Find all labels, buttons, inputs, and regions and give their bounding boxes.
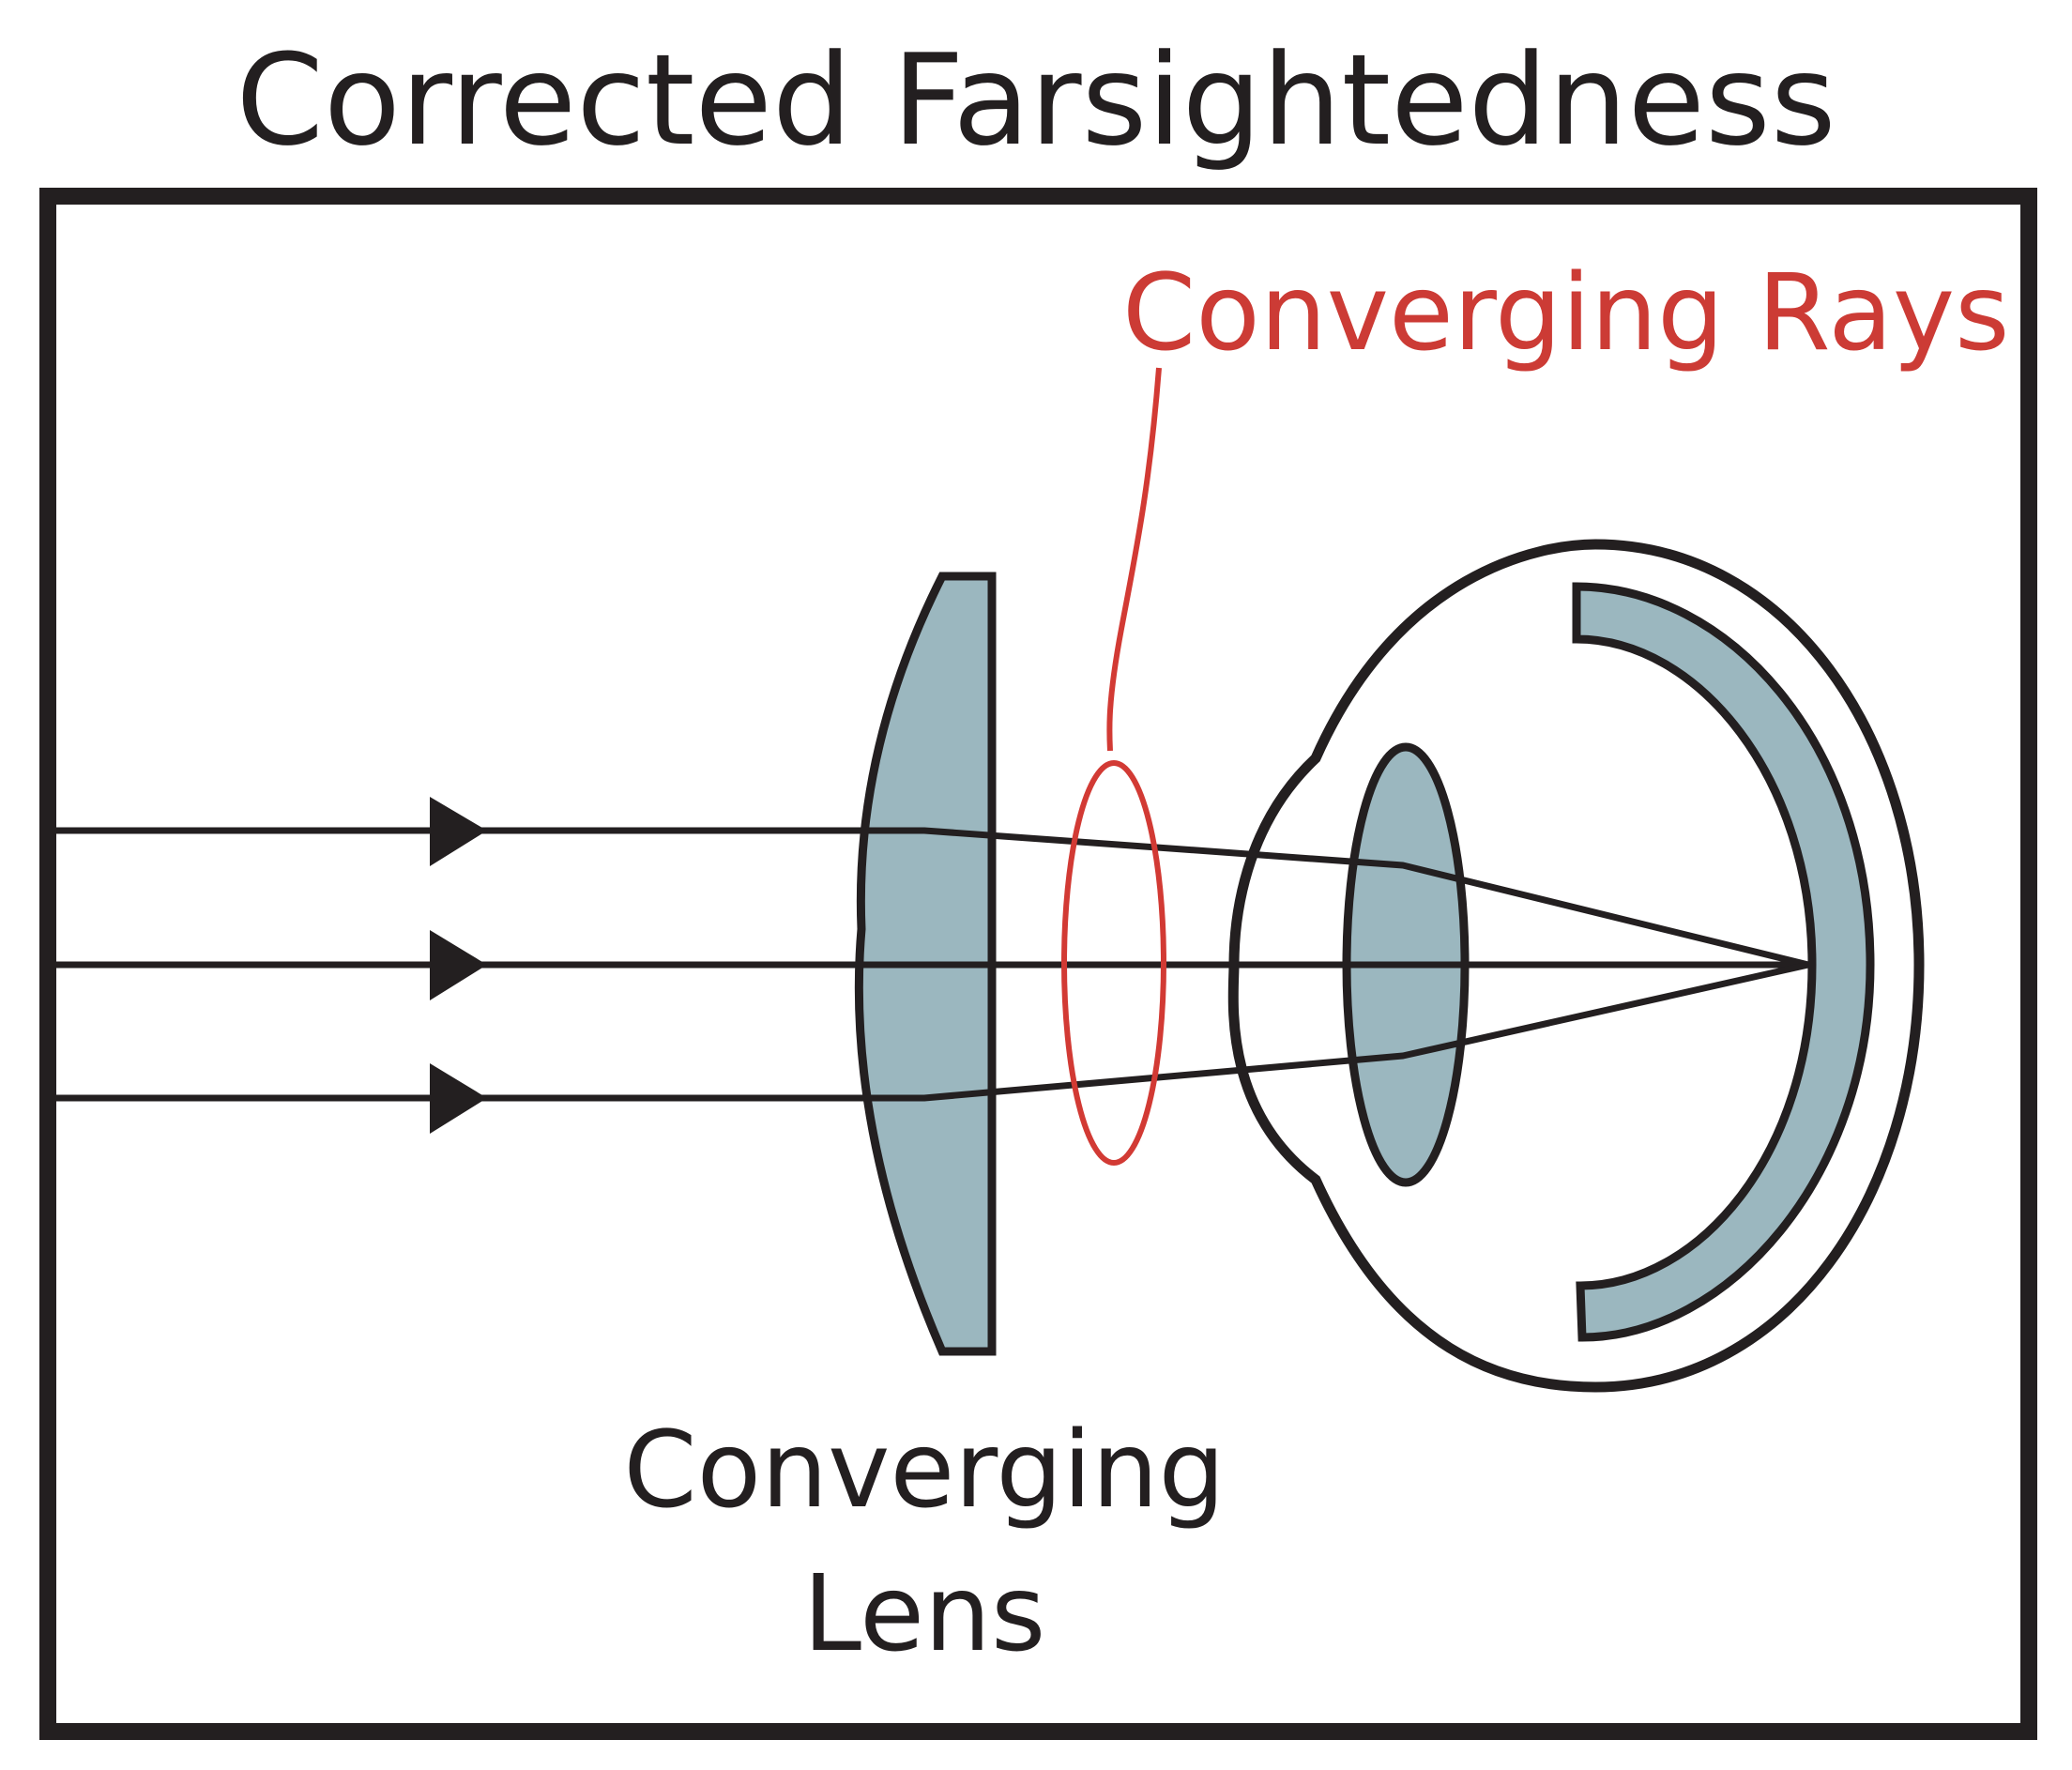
converging-lens-label-line2: Lens [803, 1553, 1046, 1675]
diagram-title: Corrected Farsightedness [236, 27, 1836, 174]
arrowhead-bottom [430, 1063, 487, 1134]
converging-rays-ellipse [1061, 760, 1166, 1166]
diagram-frame [39, 188, 2037, 1740]
converging-rays-leader [1106, 367, 1162, 752]
light-rays [56, 827, 1809, 1102]
converging-lens-label-line1: Converging [623, 1410, 1225, 1532]
arrowhead-top [430, 797, 487, 866]
ray-arrowheads [430, 797, 487, 1134]
converging-rays-label: Converging Rays [1122, 252, 2010, 374]
retina [1572, 582, 1875, 1342]
ray-top [56, 827, 1809, 969]
arrowhead-middle [430, 930, 487, 1000]
ray-bottom [56, 961, 1809, 1102]
